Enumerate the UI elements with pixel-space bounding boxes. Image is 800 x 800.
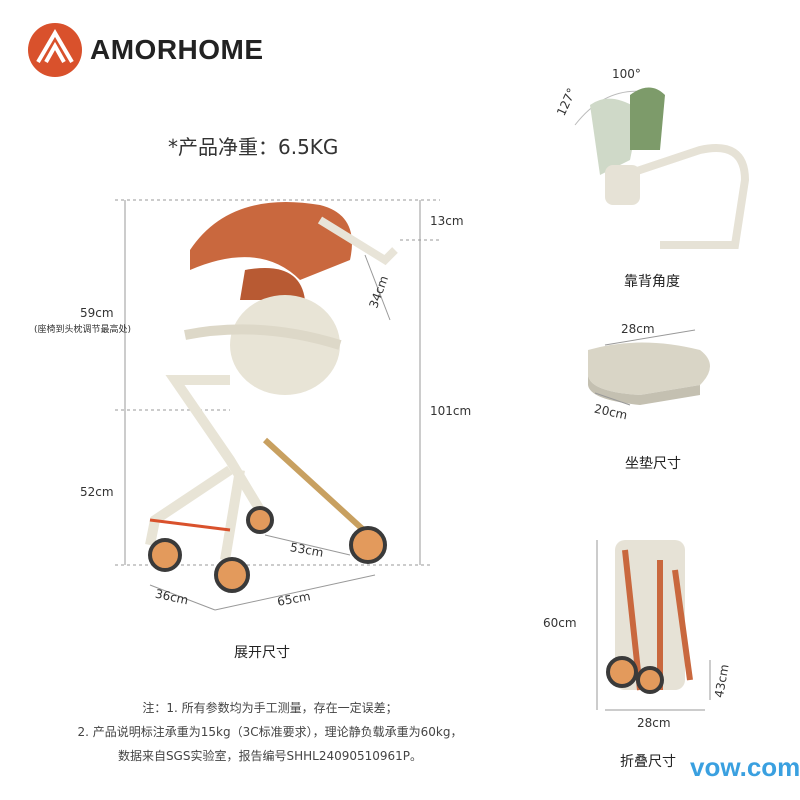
note-line-2: 2. 产品说明标注承重为15kg（3C标准要求），理论静负载承重为60kg， bbox=[77, 725, 463, 739]
brand-name: AMORHOME bbox=[90, 34, 264, 65]
seat-cushion-image bbox=[588, 329, 710, 406]
brand-logo-icon bbox=[28, 23, 82, 77]
note-line-1: 注：1. 所有参数均为手工测量，存在一定误差； bbox=[142, 701, 398, 715]
dim-seat-to-headrest-note: (座椅到头枕调节最高处) bbox=[34, 325, 132, 335]
dimension-lines bbox=[115, 199, 440, 611]
note-line-3: 数据来自SGS实验室，报告编号SHHL24090510961P。 bbox=[117, 749, 423, 763]
watermark: vow.com bbox=[690, 752, 800, 782]
stroller-folded-image bbox=[596, 540, 711, 711]
dim-seat-height: 52cm bbox=[80, 485, 114, 499]
dim-seat-to-headrest: 59cm bbox=[80, 306, 114, 320]
folded-height: 60cm bbox=[543, 616, 577, 630]
dim-total-height: 101cm bbox=[430, 404, 472, 418]
folded-width: 28cm bbox=[637, 716, 671, 730]
folded-caption: 折叠尺寸 bbox=[620, 754, 676, 770]
unfolded-caption: 展开尺寸 bbox=[234, 645, 290, 661]
backrest-caption: 靠背角度 bbox=[624, 274, 680, 290]
backrest-angle-image bbox=[574, 87, 750, 249]
stroller-unfolded-image bbox=[145, 202, 398, 593]
dim-canopy: 13cm bbox=[430, 214, 464, 228]
cushion-caption: 坐垫尺寸 bbox=[625, 456, 681, 472]
backrest-angle-min: 100° bbox=[612, 67, 641, 81]
cushion-width: 28cm bbox=[621, 322, 655, 336]
net-weight-label: *产品净重：6.5KG bbox=[168, 135, 339, 159]
